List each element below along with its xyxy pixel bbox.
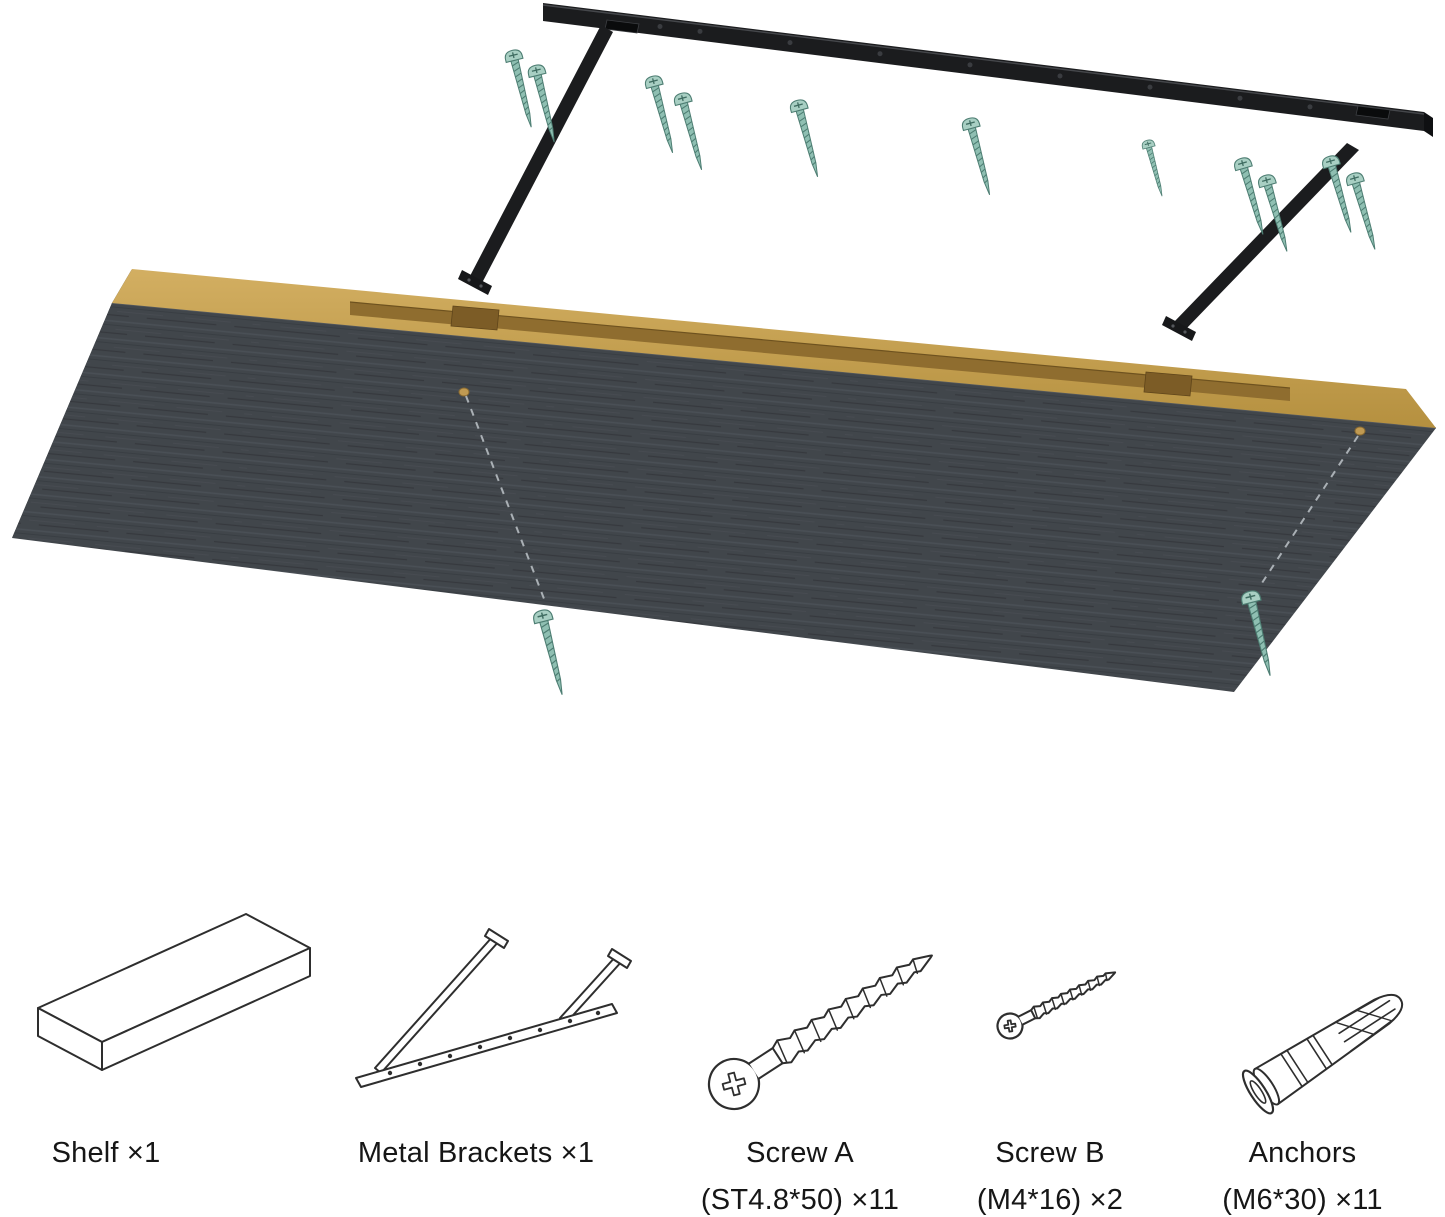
caption-screw-a: Screw A (ST4.8*50) ×11 [655, 1136, 945, 1217]
keyhole-slot-right [1143, 371, 1193, 397]
bracket-groove [350, 302, 1290, 401]
caption-shelf: Shelf ×1 [6, 1136, 206, 1170]
caption-brackets: Metal Brackets ×1 [331, 1136, 621, 1170]
bracket-slot-left [604, 19, 640, 34]
bracket-arm-right [1174, 143, 1359, 329]
wall-anchor-icon [1236, 977, 1416, 1119]
bracket-foot-left [458, 270, 492, 295]
bracket-frame-icon [355, 928, 632, 1088]
wall-screws [503, 47, 1384, 255]
mounting-bracket [458, 3, 1433, 341]
caption-screw-b: Screw B (M4*16) ×2 [930, 1136, 1170, 1217]
bracket-rail-holes [657, 24, 1313, 110]
pilot-hole-right [1354, 426, 1366, 436]
bracket-rail-end [1424, 112, 1433, 137]
large-screw-icon [698, 933, 947, 1120]
part-label-screw-b: Screw B [995, 1137, 1105, 1169]
part-label-shelf: Shelf ×1 [51, 1137, 161, 1169]
bracket-rail [543, 3, 1424, 131]
bracket-arm-left [470, 25, 613, 283]
shelf-icon [37, 913, 311, 1071]
bracket-slot-right [1355, 105, 1391, 120]
bracket-foot-right [1162, 316, 1196, 341]
guide-lines [465, 395, 1359, 605]
pilot-hole-left [458, 387, 470, 397]
part-spec-screw-b: (M4*16) ×2 [976, 1184, 1124, 1216]
keyhole-slot-left [450, 305, 500, 331]
part-spec-anchors: (M6*30) ×11 [1222, 1184, 1383, 1216]
shelf-bottom-face [12, 303, 1436, 692]
exploded-view [12, 3, 1437, 698]
small-screw-icon [992, 960, 1122, 1044]
guide-line-right [1259, 435, 1359, 587]
caption-anchors: Anchors (M6*30) ×11 [1180, 1136, 1425, 1217]
part-label-screw-a: Screw A [746, 1137, 854, 1169]
part-label-brackets: Metal Brackets ×1 [357, 1137, 595, 1169]
part-spec-screw-a: (ST4.8*50) ×11 [700, 1184, 900, 1216]
part-label-anchors: Anchors [1248, 1137, 1357, 1169]
parts-row [37, 913, 1416, 1120]
guide-line-left [465, 395, 547, 605]
shelf-board [12, 269, 1437, 692]
